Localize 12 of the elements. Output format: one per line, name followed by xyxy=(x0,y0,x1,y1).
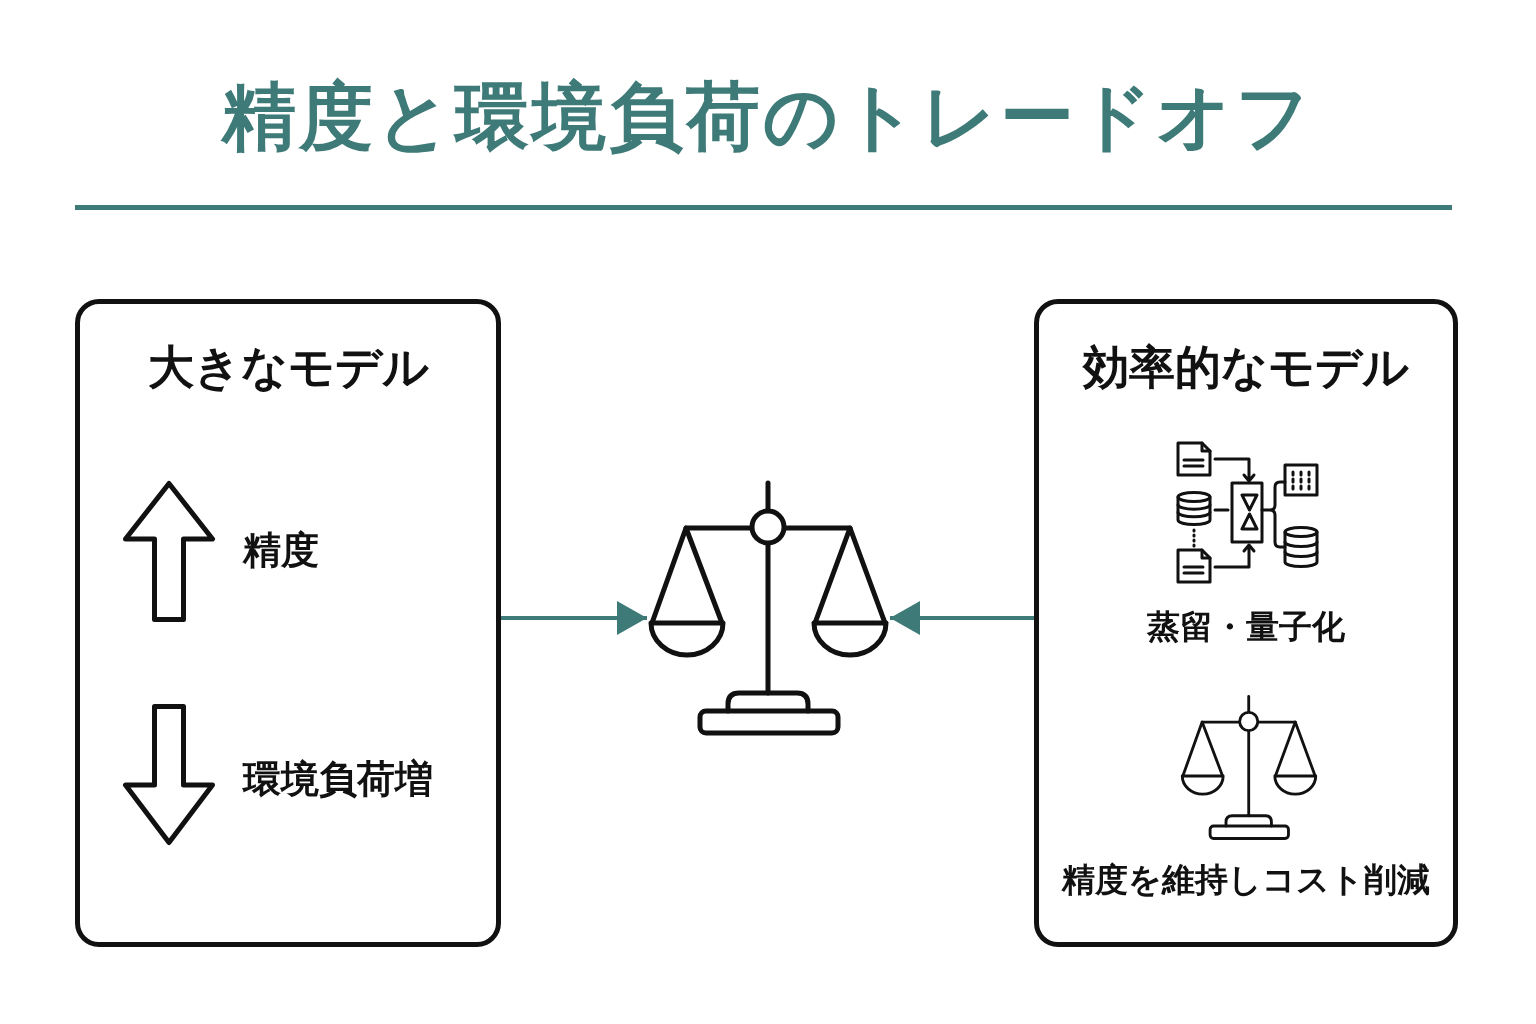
icon-caption: 精度を維持しコスト削減 xyxy=(1060,860,1431,900)
panel-heading: 効率的なモデル xyxy=(1081,340,1410,396)
panel-heading: 大きなモデル xyxy=(146,340,430,396)
arrow xyxy=(501,601,647,635)
model-panel xyxy=(1034,299,1458,947)
balance-scale xyxy=(647,479,890,737)
title: 精度と環境負荷のトレードオフ xyxy=(219,72,1315,161)
arrow-caption: 精度 xyxy=(243,528,319,574)
arrow-caption: 環境負荷増 xyxy=(243,757,433,803)
icon-caption: 蒸留・量子化 xyxy=(1146,607,1346,647)
model-panel xyxy=(75,299,501,947)
arrow xyxy=(890,601,1034,635)
